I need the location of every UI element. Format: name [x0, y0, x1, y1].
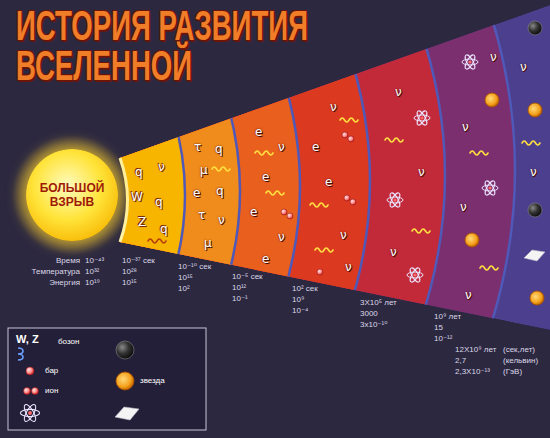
axis-value: 10⁻¹⁰ сек — [178, 262, 211, 272]
particle-symbol: W — [131, 190, 143, 204]
big-bang-circle: БОЛЬШОЙ ВЗРЫВ — [26, 149, 118, 241]
photon-squiggles — [148, 118, 540, 270]
axis-value: 2,3X10⁻¹³ — [455, 367, 490, 377]
particle-symbol: μ — [204, 236, 212, 250]
atoms — [387, 54, 498, 284]
legend-text: бозон — [58, 337, 79, 347]
axis-value: 15 — [434, 323, 443, 333]
particle-symbol: ν — [418, 165, 425, 179]
axis-value: 10⁻⁴³ — [85, 256, 104, 266]
particle-symbol: q — [215, 142, 223, 156]
legend-ion — [32, 388, 39, 395]
axis-value: 10⁻¹ — [232, 294, 248, 304]
particle-symbol: ν — [465, 288, 472, 302]
axis-value: Температура — [32, 267, 80, 277]
particle-symbol: τ — [194, 140, 201, 154]
axis-value: 3x10⁻¹⁰ — [360, 320, 387, 330]
legend-galaxy — [115, 407, 139, 420]
axis-value: 10³² — [85, 267, 99, 277]
axis-value: 10⁻¹² — [434, 334, 452, 344]
axis-value: 10⁻⁵ сек — [232, 272, 263, 282]
legend-baryon — [26, 367, 34, 375]
axis-value: Время — [56, 256, 80, 266]
particle-symbol: ν — [390, 245, 397, 259]
cone-edge — [120, 158, 128, 242]
axis-value: 3X10⁵ лет — [360, 298, 397, 308]
axis-value: Энергия — [49, 278, 80, 288]
axis-value: 10² сек — [292, 284, 318, 294]
axis-value: 10¹⁵ — [122, 278, 137, 288]
axis-value: 10¹⁵ — [178, 273, 193, 283]
particle-symbol: ν — [395, 85, 402, 99]
particle-symbol: ν — [462, 120, 469, 134]
legend-text: бар — [45, 366, 58, 376]
particle-symbol: τ — [198, 208, 205, 222]
particle-symbol: ν — [530, 165, 537, 179]
epoch-band — [100, 95, 240, 287]
title-text: ИСТОРИЯ РАЗВИТИЯ ВСЕЛЕННОЙ — [16, 6, 310, 86]
epoch-boundary — [173, 0, 515, 343]
axis-value: 3000 — [360, 309, 378, 319]
particle-symbol: ν — [340, 228, 347, 242]
particle-symbol: ν — [345, 260, 352, 274]
axis-value: 10² — [178, 284, 190, 294]
legend-star — [116, 372, 134, 390]
legend-frame — [8, 328, 206, 430]
particle-symbol: e — [250, 205, 257, 219]
black-holes — [528, 21, 542, 217]
particle-symbol: e — [262, 170, 269, 184]
axis-value: 10²⁸ — [122, 267, 137, 277]
particle-symbol: e — [312, 140, 319, 154]
particle-symbol: ν — [460, 200, 467, 214]
axis-value: 10¹⁹ — [85, 278, 100, 288]
particle-symbol: q — [160, 222, 168, 236]
particle-symbol: ν — [218, 213, 225, 227]
epoch-band — [100, 74, 300, 299]
particle-symbol: e — [193, 186, 200, 200]
baryon-dots — [281, 132, 356, 275]
axis-value: 10⁻⁴ — [292, 306, 309, 316]
legend-ion — [24, 388, 31, 395]
particle-symbol: ν — [330, 100, 337, 114]
axis-value: (ГэВ) — [503, 367, 522, 377]
legend-text: звезда — [140, 376, 165, 386]
stars — [465, 93, 544, 305]
axis-value: (кельвин) — [503, 356, 538, 366]
axis-value: 10⁹ — [292, 295, 304, 305]
legend-gluon-symbol — [18, 348, 23, 360]
axis-value: 12X10⁹ лет — [455, 345, 496, 355]
axis-value: 2,7 — [455, 356, 466, 366]
particle-symbol: Z — [138, 215, 146, 229]
epoch-band — [100, 49, 370, 313]
axis-value: 10⁹ лет — [434, 312, 461, 322]
big-bang-glow — [12, 135, 132, 255]
axis-value: 10¹² — [232, 283, 246, 293]
big-bang-label: БОЛЬШОЙ ВЗРЫВ — [35, 181, 109, 209]
particle-symbol: ν — [490, 50, 497, 64]
legend-symbol-label: W, Z — [16, 333, 39, 346]
particle-symbol: ν — [520, 60, 527, 74]
galaxy — [524, 250, 545, 261]
particle-symbol: e — [262, 252, 269, 266]
particle-symbol: ν — [158, 160, 165, 174]
axis-value: (сек,лет) — [503, 345, 535, 355]
particle-symbol: ν — [278, 230, 285, 244]
particle-symbol: e — [255, 125, 262, 139]
particle-symbol: μ — [200, 163, 208, 177]
legend-atom — [20, 403, 39, 423]
particle-symbol: q — [135, 165, 143, 179]
particle-symbol: ν — [278, 140, 285, 154]
legend-text: ион — [45, 386, 58, 396]
particle-symbol: e — [325, 175, 332, 189]
particle-symbol: q — [216, 184, 224, 198]
legend-black-hole — [116, 341, 134, 359]
axis-value: 10⁻³⁷ сек — [122, 256, 155, 266]
particle-symbol: q — [155, 195, 163, 209]
